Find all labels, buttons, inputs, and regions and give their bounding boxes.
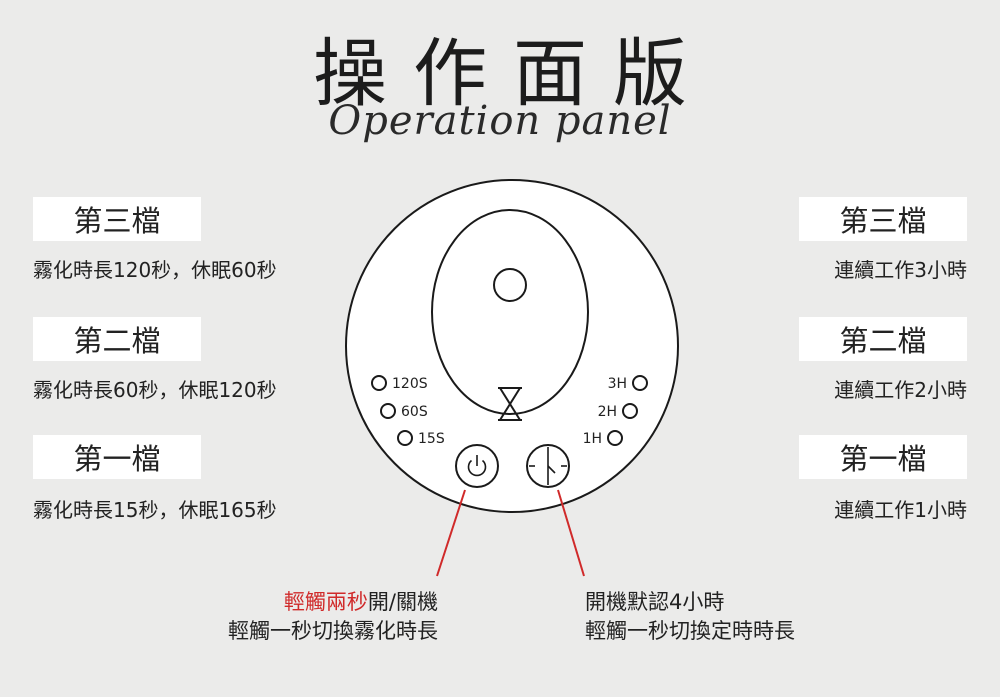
power-note-line2: 輕觸一秒切換霧化時長 [228, 619, 438, 643]
mist-led-60s [380, 403, 396, 419]
timer-indicator-2h: 2H [598, 404, 617, 420]
timer-led-1h [607, 430, 623, 446]
timer-leader-line [557, 489, 585, 577]
timer-led-2h [622, 403, 638, 419]
timer-level-3-label: 第三檔 [799, 197, 967, 241]
mist-led-120s [371, 375, 387, 391]
mist-level-1-desc: 霧化時長15秒，休眠165秒 [33, 498, 277, 522]
timer-indicator-3h: 3H [608, 376, 627, 392]
timer-led-3h [632, 375, 648, 391]
mist-level-3-desc: 霧化時長120秒，休眠60秒 [33, 258, 277, 282]
timer-level-1-label: 第一檔 [799, 435, 967, 479]
timer-level-2-desc: 連續工作2小時 [834, 378, 967, 402]
mist-indicator-120s: 120S [392, 376, 428, 392]
timer-level-2-label: 第二檔 [799, 317, 967, 361]
timer-button[interactable] [526, 444, 570, 488]
power-button-note: 輕觸兩秒開/關機 輕觸一秒切換霧化時長 [228, 588, 438, 646]
timer-indicator-1h: 1H [583, 431, 602, 447]
mist-level-1-label: 第一檔 [33, 435, 201, 479]
page-title: 操作面版 [313, 31, 713, 117]
timer-level-1-desc: 連續工作1小時 [834, 498, 967, 522]
mist-indicator-60s: 60S [401, 404, 428, 420]
panel-outer-circle [345, 179, 679, 513]
power-note-line1: 輕觸兩秒開/關機 [228, 588, 438, 617]
power-button[interactable] [455, 444, 499, 488]
timer-note-line2: 輕觸一秒切換定時時長 [585, 619, 795, 643]
mist-level-3-label: 第三檔 [33, 197, 201, 241]
mist-led-15s [397, 430, 413, 446]
mist-level-2-desc: 霧化時長60秒，休眠120秒 [33, 378, 277, 402]
power-leader-line [436, 489, 466, 577]
hourglass-icon [498, 387, 522, 421]
timer-button-note: 開機默認4小時 輕觸一秒切換定時時長 [585, 588, 795, 646]
power-note-highlight: 輕觸兩秒 [283, 590, 368, 614]
clock-icon [529, 447, 567, 485]
mist-outlet-ellipse [431, 209, 589, 415]
power-note-action: 開/關機 [367, 590, 438, 614]
timer-level-3-desc: 連續工作3小時 [834, 258, 967, 282]
mist-indicator-15s: 15S [418, 431, 445, 447]
page-subtitle: Operation panel [328, 98, 672, 144]
timer-note-line1: 開機默認4小時 [585, 590, 725, 614]
mist-level-2-label: 第二檔 [33, 317, 201, 361]
power-icon [467, 455, 487, 477]
mist-outlet-hole [493, 268, 527, 302]
